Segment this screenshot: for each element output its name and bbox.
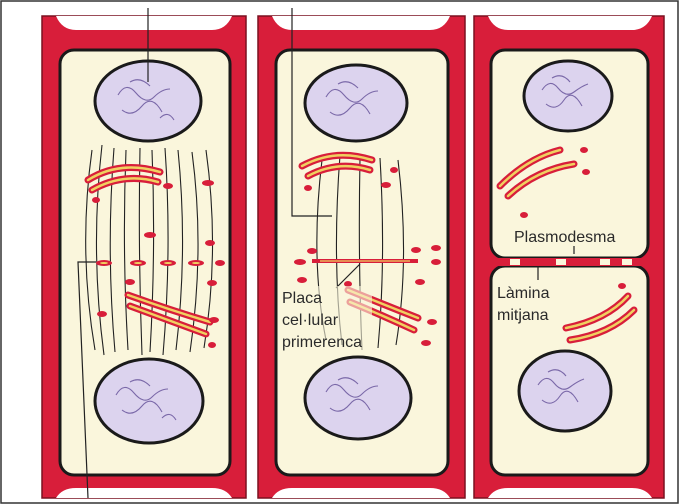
wall-notch-bottom: [56, 488, 232, 498]
wall-notch-top: [56, 16, 232, 30]
middle-lamella-label-line1: Làmina: [497, 285, 550, 302]
cell-divided: Plasmodesma Làmina mitjana: [474, 16, 664, 498]
wall-notch-bottom: [488, 488, 652, 498]
nucleus-top: [524, 61, 612, 131]
wall-notch-top: [272, 16, 450, 30]
cell-early-telophase: [42, 8, 246, 498]
wall-notch-bottom: [272, 488, 450, 498]
nucleus-bottom: [305, 357, 411, 439]
plasmodesma-label: Plasmodesma: [514, 229, 615, 246]
nucleus-top: [305, 65, 407, 141]
middle-lamella-label-line2: mitjana: [497, 307, 549, 324]
wall-notch-top: [488, 16, 652, 30]
cell-plate-label-line2: cel·lular: [282, 312, 339, 329]
cell-plate-label-line1: Placa: [282, 290, 322, 307]
cell-plate-label-line3: primerenca: [282, 334, 362, 351]
nucleus-bottom: [95, 359, 203, 443]
cell-cell-plate-forming: Placa cel·lular primerenca: [258, 8, 465, 498]
nucleus-bottom: [519, 351, 611, 431]
